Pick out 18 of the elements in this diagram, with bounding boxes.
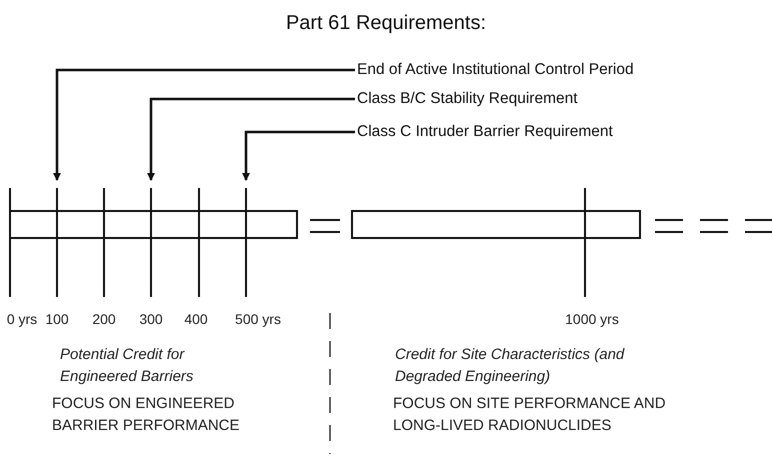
requirement-label: Class C Intruder Barrier Requirement: [357, 122, 613, 142]
region-note: Credit for Site Characteristics (and Degraded Engineering): [395, 345, 626, 387]
focus-note: FOCUS ON ENGINEERED BARRIER PERFORMANCE: [52, 394, 241, 436]
tick-label: 300: [138, 310, 164, 329]
tick-label: 1000 yrs: [564, 310, 620, 329]
requirement-label: End of Active Institutional Control Period: [357, 60, 634, 80]
region-note: Potential Credit for Engineered Barriers: [60, 345, 194, 387]
tick-label: 100: [44, 310, 70, 329]
arrow: [147, 98, 355, 181]
requirement-label: Class B/C Stability Requirement: [357, 89, 578, 109]
tick-label: 400: [183, 310, 209, 329]
tick-label: 500 yrs: [234, 310, 282, 329]
tick-label: 200: [91, 310, 117, 329]
arrow: [53, 68, 355, 181]
tick-label: 0 yrs: [6, 310, 38, 329]
focus-note: FOCUS ON SITE PERFORMANCE AND LONG-LIVED RADIONUCLIDES: [393, 394, 667, 436]
arrow: [242, 130, 355, 181]
title: Part 61 Requirements:: [284, 11, 488, 36]
